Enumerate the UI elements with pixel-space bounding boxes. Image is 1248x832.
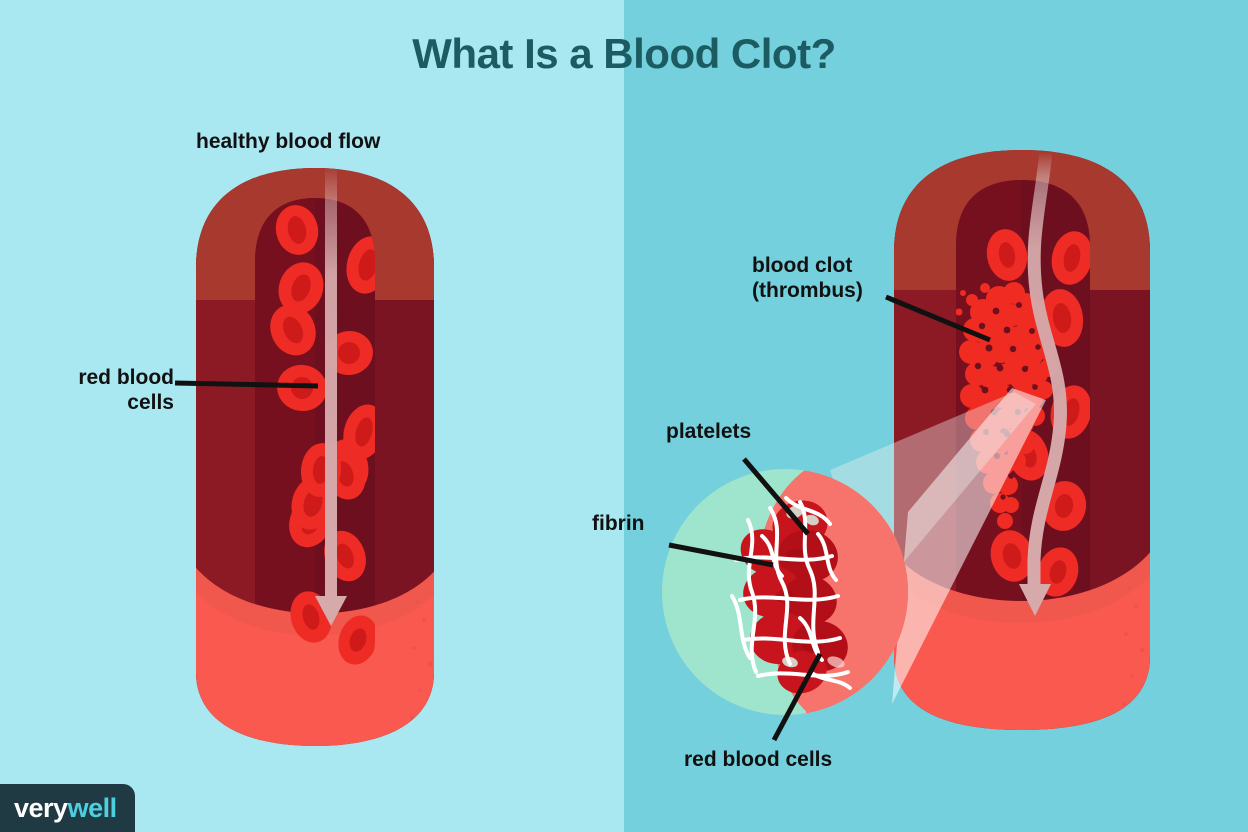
leader-red-blood-cells-left — [174, 380, 319, 389]
label-healthy-blood-flow: healthy blood flow — [196, 130, 381, 153]
logo-text-well: well — [67, 792, 118, 823]
page-title: What Is a Blood Clot? — [412, 30, 836, 77]
logo-text-very: very — [14, 792, 68, 823]
magnifier-circle — [662, 469, 908, 715]
label-red-blood-cells-left: red blood cells — [78, 366, 174, 414]
left-vessel-healthy — [196, 165, 434, 746]
leader-platelets — [742, 457, 810, 536]
leader-lines — [174, 294, 991, 742]
right-flow-arrow — [1019, 145, 1067, 616]
leader-fibrin — [668, 542, 774, 568]
label-blood-clot-thrombus: blood clot (thrombus) — [752, 254, 863, 302]
left-flow-arrow — [315, 165, 347, 626]
label-fibrin: fibrin — [592, 512, 645, 535]
label-platelets: platelets — [666, 420, 752, 443]
leader-blood-clot — [885, 294, 991, 343]
leader-red-blood-cells-bottom — [771, 652, 823, 742]
label-red-blood-cells-bottom: red blood cells — [684, 748, 833, 771]
